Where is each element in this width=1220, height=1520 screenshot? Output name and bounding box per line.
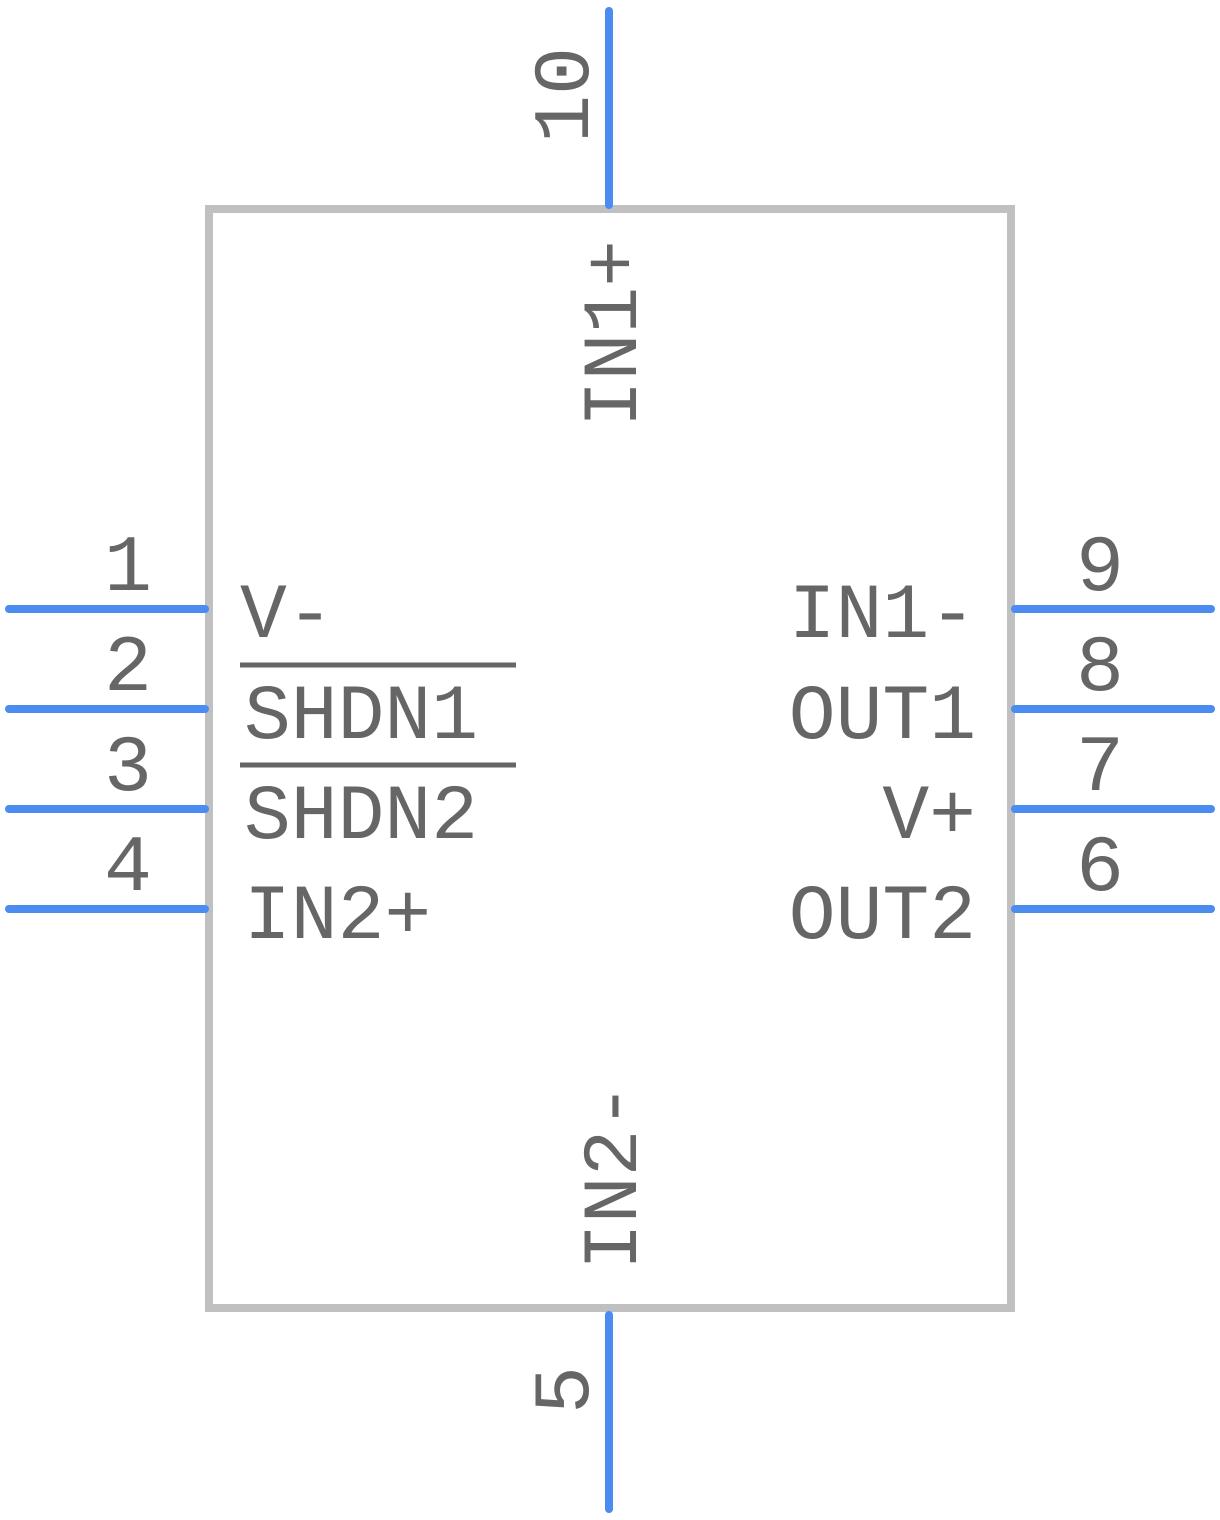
pin-7-number: 7 [1076, 724, 1124, 815]
pin-1: 1 V- [5, 524, 334, 661]
pin-5-name: IN2- [572, 1083, 660, 1270]
pin-9-name: IN1- [789, 573, 976, 661]
pin-8-number: 8 [1076, 624, 1124, 715]
pin-6: 6 OUT2 [789, 824, 1215, 962]
pin-9: 9 IN1- [789, 524, 1215, 661]
pin-5: 5 IN2- [522, 1083, 660, 1513]
pin-3-number: 3 [104, 724, 152, 815]
pin-8: 8 OUT1 [789, 624, 1215, 762]
pin-7: 7 V+ [882, 724, 1215, 862]
pin-7-name: V+ [882, 774, 976, 862]
component-body [205, 205, 1015, 1312]
pin-10: 10 IN1+ [522, 7, 660, 427]
pin-2-name: SHDN1 [244, 674, 478, 762]
pin-3-name: SHDN2 [244, 774, 478, 862]
pin-1-name: V- [240, 573, 334, 661]
pin-2: 2 SHDN1 [5, 624, 516, 762]
pin-2-number: 2 [104, 624, 152, 715]
pin-8-name: OUT1 [789, 674, 976, 762]
pin-9-number: 9 [1076, 524, 1124, 615]
pin-4-name: IN2+ [244, 874, 431, 962]
pin-10-name: IN1+ [572, 240, 660, 427]
pin-6-number: 6 [1076, 824, 1124, 915]
pin-4-number: 4 [104, 824, 152, 915]
pin-6-name: OUT2 [789, 874, 976, 962]
pin-3: 3 SHDN2 [5, 724, 516, 862]
pin-5-number: 5 [522, 1366, 613, 1414]
pin-10-number: 10 [522, 47, 613, 143]
pin-1-number: 1 [104, 524, 152, 615]
pin-4: 4 IN2+ [5, 824, 431, 962]
